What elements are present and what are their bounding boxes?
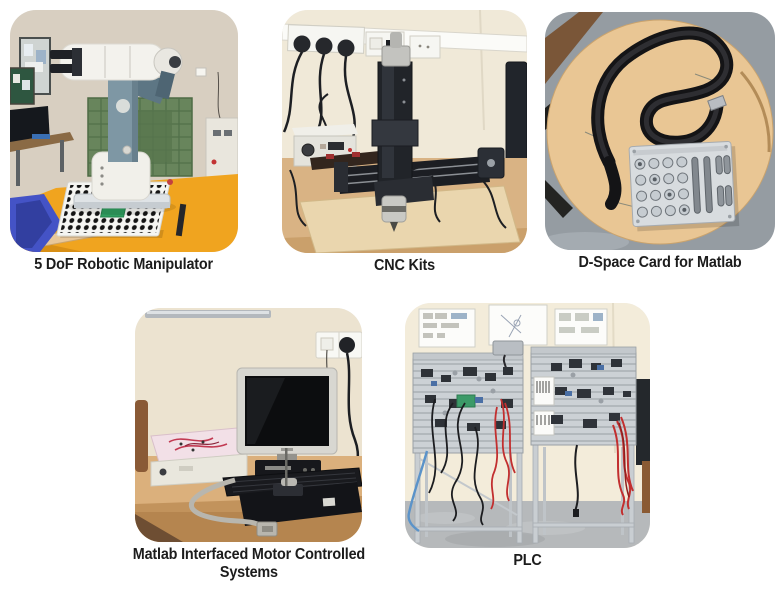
light-fixture: [145, 310, 271, 318]
side-monitor: [636, 379, 650, 465]
brown-cylinder: [135, 400, 148, 472]
grey-cable: [189, 477, 278, 537]
wood-edge: [545, 12, 603, 84]
caption-matlab-motor-systems: Matlab Interfaced Motor Controlled Syste…: [132, 546, 365, 581]
figure-cnc-kits: CNC Kits: [282, 10, 527, 275]
robot-arm: [50, 43, 183, 215]
robotic-manipulator-photo: [10, 10, 238, 252]
cnc-kits-illustration: [282, 10, 527, 253]
red-switch: [167, 179, 173, 185]
label-cards: [533, 376, 555, 436]
caption-cnc-kits: CNC Kits: [374, 257, 435, 274]
floor-texture: [545, 232, 629, 250]
left-desk-computer: [10, 106, 74, 186]
right-rack-wires: [573, 416, 634, 517]
ribbon-cable: [591, 26, 734, 210]
left-trainer-rack: [407, 340, 524, 544]
robotic-manipulator-illustration: [10, 10, 238, 252]
desk-wires: [289, 159, 507, 229]
figure-dspace-card: D-Space Card for Matlab: [545, 12, 775, 272]
dspace-card-illustration: [545, 12, 775, 250]
cnc-kits-photo: [282, 10, 527, 253]
dsub-connectors: [691, 155, 733, 214]
left-rack-wires: [407, 398, 516, 532]
right-rack-components: [551, 359, 631, 428]
figure-matlab-motor-systems: Matlab Interfaced Motor Controlled Syste…: [132, 308, 365, 582]
figure-plc: PLC: [405, 303, 650, 570]
ribbon-connector: [707, 94, 727, 112]
right-trainer-rack: [530, 346, 637, 544]
floor-corner: [135, 514, 183, 542]
black-strap-lower: [545, 180, 573, 218]
matlab-motor-systems-photo: [135, 308, 362, 542]
bnc-connectors: [634, 156, 690, 218]
matlab-motor-systems-illustration: [135, 308, 362, 542]
dspace-panel: [628, 141, 740, 232]
caption-robotic-manipulator: 5 DoF Robotic Manipulator: [34, 256, 214, 273]
left-rack-components: [421, 367, 513, 431]
plc-photo: [405, 303, 650, 548]
wall-boards: [10, 37, 51, 105]
wall-posters: [418, 304, 608, 348]
blue-bin: [10, 194, 62, 252]
figure-robotic-manipulator: 5 DoF Robotic Manipulator: [10, 10, 238, 274]
plc-illustration: [405, 303, 650, 548]
dspace-card-photo: [545, 12, 775, 250]
motor-rig: [239, 448, 362, 526]
caption-dspace-card: D-Space Card for Matlab: [578, 254, 742, 271]
caption-plc: PLC: [513, 552, 542, 569]
black-post: [175, 203, 187, 237]
wooden-strip: [642, 461, 650, 513]
wall-corner: [479, 10, 485, 131]
